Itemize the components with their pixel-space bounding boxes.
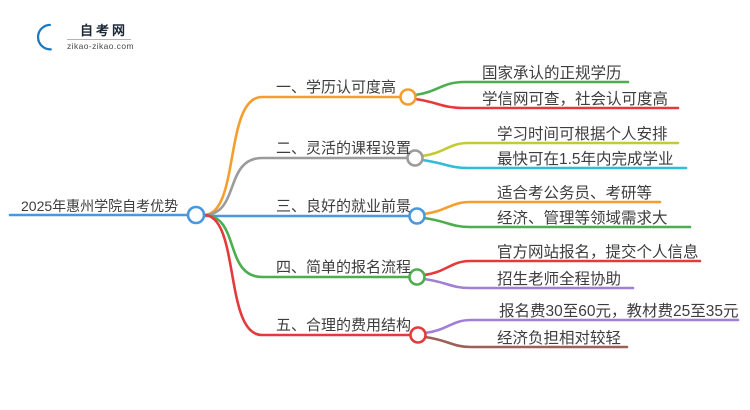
connector-leaf-5a bbox=[423, 318, 740, 335]
branch-3-node-circle bbox=[408, 207, 426, 225]
connector-leaf-5b bbox=[423, 335, 629, 349]
branch-2-label: 二、灵活的课程设置 bbox=[276, 140, 412, 157]
connector-leaf-3b bbox=[422, 216, 692, 229]
leaf-1-2-label: 学信网可查，社会认可度高 bbox=[482, 91, 669, 108]
branch-1-node-circle bbox=[399, 88, 417, 106]
site-logo: 自考网 zikao-zikao.com bbox=[28, 16, 178, 60]
branch-2-node-circle bbox=[406, 149, 424, 167]
connector-leaf-1b bbox=[413, 97, 680, 110]
branch-1-label: 一、学历认可度高 bbox=[276, 79, 397, 96]
connector-leaf-4a bbox=[422, 259, 702, 277]
leaf-5-1-label: 报名费30至60元，教材费25至35元 bbox=[499, 303, 739, 320]
logo-divider bbox=[67, 39, 131, 40]
connector-leaf-4b bbox=[422, 277, 635, 290]
central-topic: 2025年惠州学院自考优势 bbox=[21, 198, 179, 214]
branch-5-node-circle bbox=[409, 326, 427, 344]
branch-3-label: 三、良好的就业前景 bbox=[276, 198, 412, 215]
branch-5-label: 五、合理的费用结构 bbox=[276, 317, 412, 334]
logo-domain: zikao-zikao.com bbox=[67, 41, 134, 51]
leaf-1-1-label: 国家承认的正规学历 bbox=[482, 65, 622, 82]
leaf-3-1-label: 适合考公务员、考研等 bbox=[497, 185, 653, 202]
leaf-3-2-label: 经济、管理等领域需求大 bbox=[497, 210, 668, 227]
connector-branch-2 bbox=[202, 156, 409, 217]
logo-title: 自考网 bbox=[80, 23, 129, 38]
connector-branch-5 bbox=[202, 213, 412, 337]
connector-leaf-2b bbox=[420, 158, 688, 170]
leaf-4-1-label: 官方网站报名，提交个人信息 bbox=[497, 244, 699, 261]
branch-4-node-circle bbox=[408, 268, 426, 286]
leaf-2-2-label: 最快可在1.5年内完成学业 bbox=[497, 151, 674, 168]
leaf-5-2-label: 经济负担相对较轻 bbox=[497, 330, 622, 347]
graduation-cap-icon bbox=[36, 23, 67, 51]
connector-leaf-3a bbox=[422, 200, 662, 216]
branch-4-label: 四、简单的报名流程 bbox=[276, 259, 412, 276]
leaf-2-1-label: 学习时间可根据个人安排 bbox=[497, 126, 668, 143]
connector-branch-4 bbox=[202, 213, 411, 279]
connector-leaf-2a bbox=[420, 141, 680, 158]
central-node-circle bbox=[186, 205, 206, 225]
connector-branch-1 bbox=[202, 95, 402, 217]
leaf-4-2-label: 招生老师全程协助 bbox=[497, 271, 622, 288]
connector-leaf-1a bbox=[413, 80, 630, 97]
